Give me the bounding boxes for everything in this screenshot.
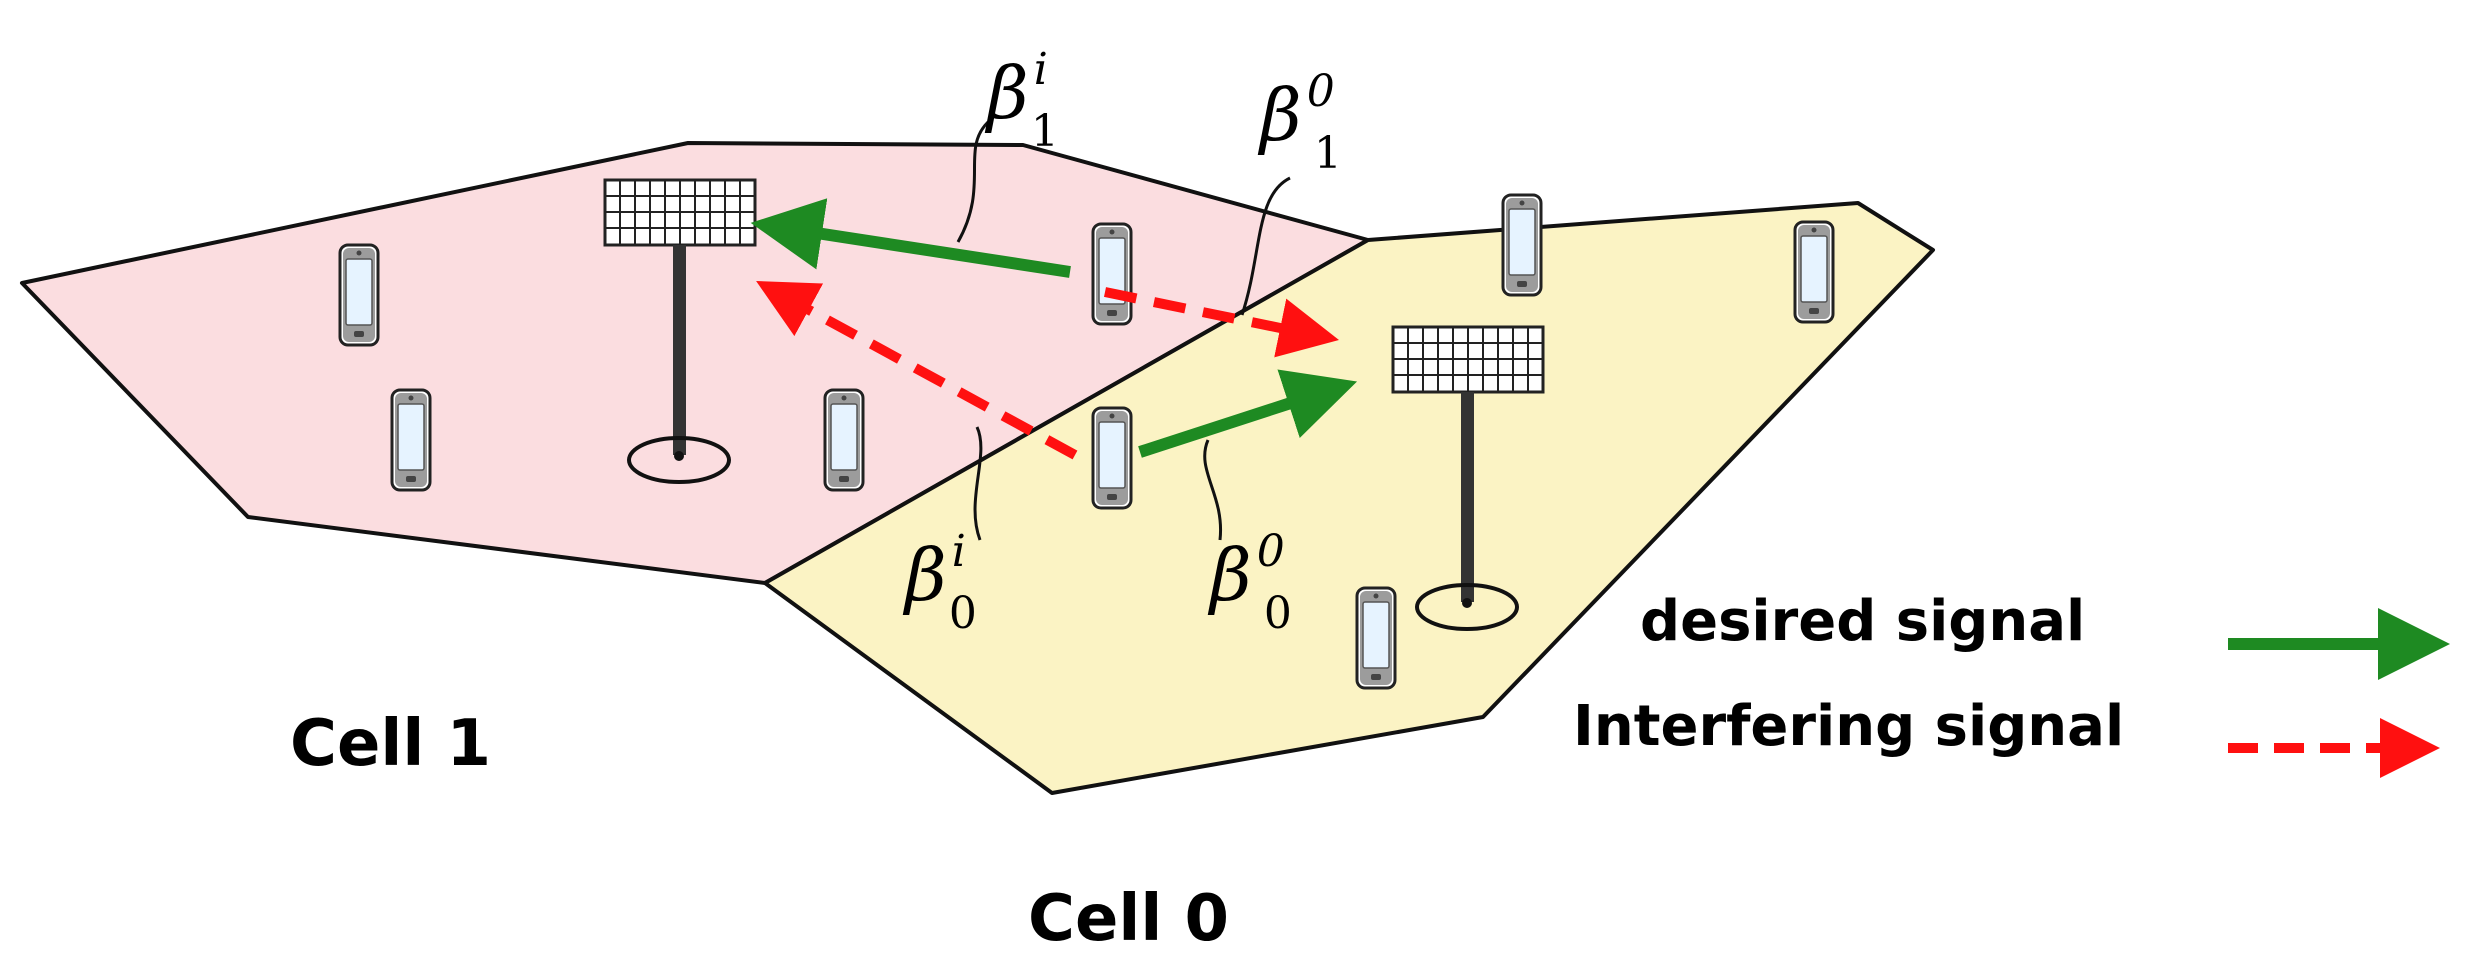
mobile-phone-icon [1355, 586, 1397, 690]
beta-1-i-label: β i 1 [984, 44, 1059, 157]
cell-1-label: Cell 1 [290, 707, 491, 781]
interfering-signal-arrow-to-cell0 [1103, 287, 1339, 358]
beta-1-i-leader [956, 120, 990, 243]
legend-desired-label: desired signal [1640, 589, 2085, 654]
mobile-phone-icon [390, 388, 432, 492]
desired-signal-arrow-cell1 [750, 198, 1071, 278]
mobile-phone-icon [1501, 193, 1543, 297]
cell-0-label: Cell 0 [1028, 882, 1229, 956]
mobile-phone-icon [1091, 222, 1133, 326]
mobile-phone-icon [1793, 220, 1835, 324]
mobile-phone-icon [823, 388, 865, 492]
mobile-phone-icon [338, 243, 380, 347]
beta-1-0-label: β 0 1 [1257, 66, 1342, 179]
beta-0-0-leader [1203, 439, 1223, 541]
cell-0-region [763, 201, 1935, 795]
beta-0-0-label: β 0 0 [1207, 526, 1292, 639]
beta-1-0-leader [1240, 176, 1291, 316]
beta-0-i-leader [973, 426, 983, 541]
desired-signal-arrow-cell0 [1138, 369, 1358, 458]
interfering-signal-arrow-to-cell1 [756, 281, 1078, 460]
beta-0-i-label: β i 0 [902, 526, 977, 639]
legend-interfering-label: Interfering signal [1573, 694, 2124, 759]
mobile-phone-icon [1091, 406, 1133, 510]
